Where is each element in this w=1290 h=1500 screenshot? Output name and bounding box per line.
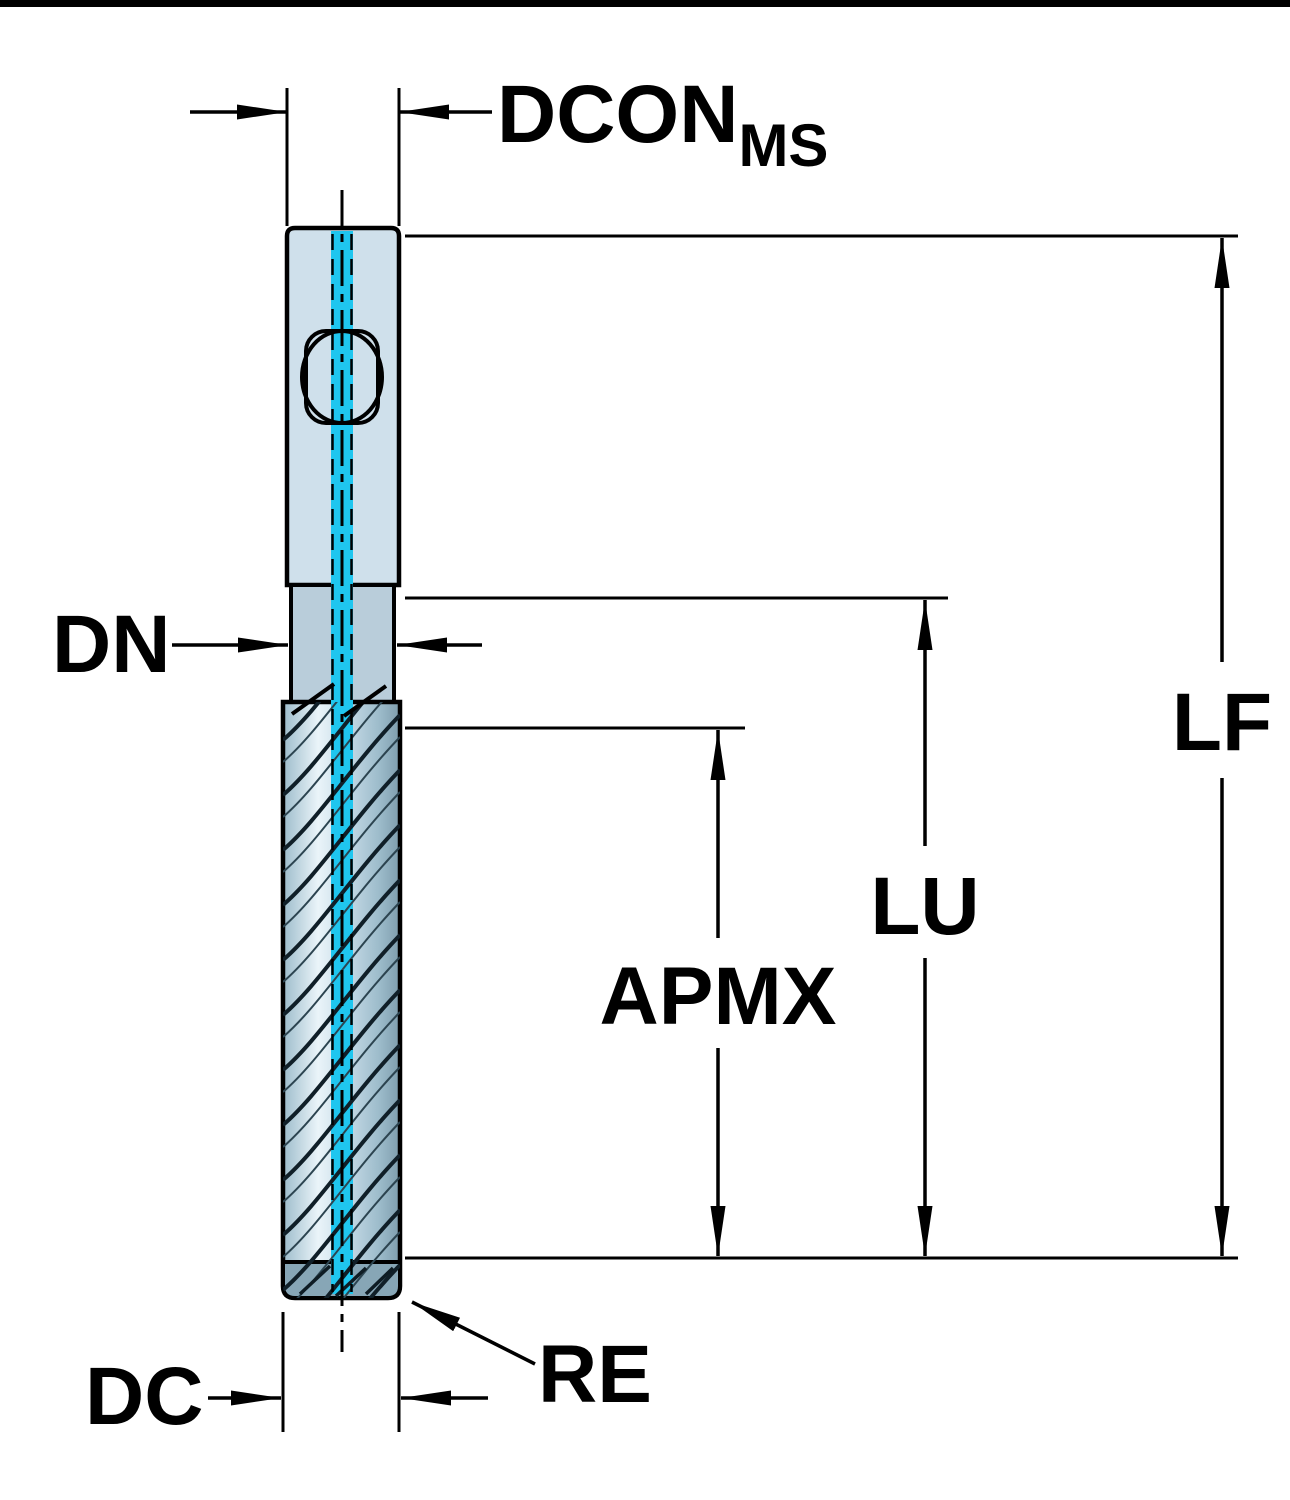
dcon-label: DCONMS	[497, 69, 828, 179]
tool-body	[280, 190, 403, 1352]
dc-label: DC	[85, 1351, 203, 1442]
coolant-hidden-lines	[331, 234, 353, 1292]
lu-label: LU	[870, 861, 979, 952]
dim-dcon: DCONMS	[190, 69, 828, 226]
dim-dc: DC	[85, 1312, 488, 1442]
re-leader-arrow	[411, 1300, 536, 1366]
dcon-label-main: DCON	[497, 69, 738, 160]
dn-label: DN	[52, 599, 170, 690]
dcon-label-subscript: MS	[738, 112, 828, 179]
dim-dn: DN	[52, 599, 482, 690]
dim-lu: LU	[405, 596, 980, 1256]
re-label: RE	[538, 1329, 652, 1420]
dim-apmx: APMX	[405, 726, 837, 1256]
apmx-label: APMX	[600, 951, 837, 1042]
top-border	[0, 0, 1290, 7]
lf-label: LF	[1172, 677, 1272, 768]
dim-lf: LF	[405, 234, 1272, 1256]
dim-re: RE	[411, 1300, 652, 1420]
flute-helix-lines	[283, 702, 400, 1298]
